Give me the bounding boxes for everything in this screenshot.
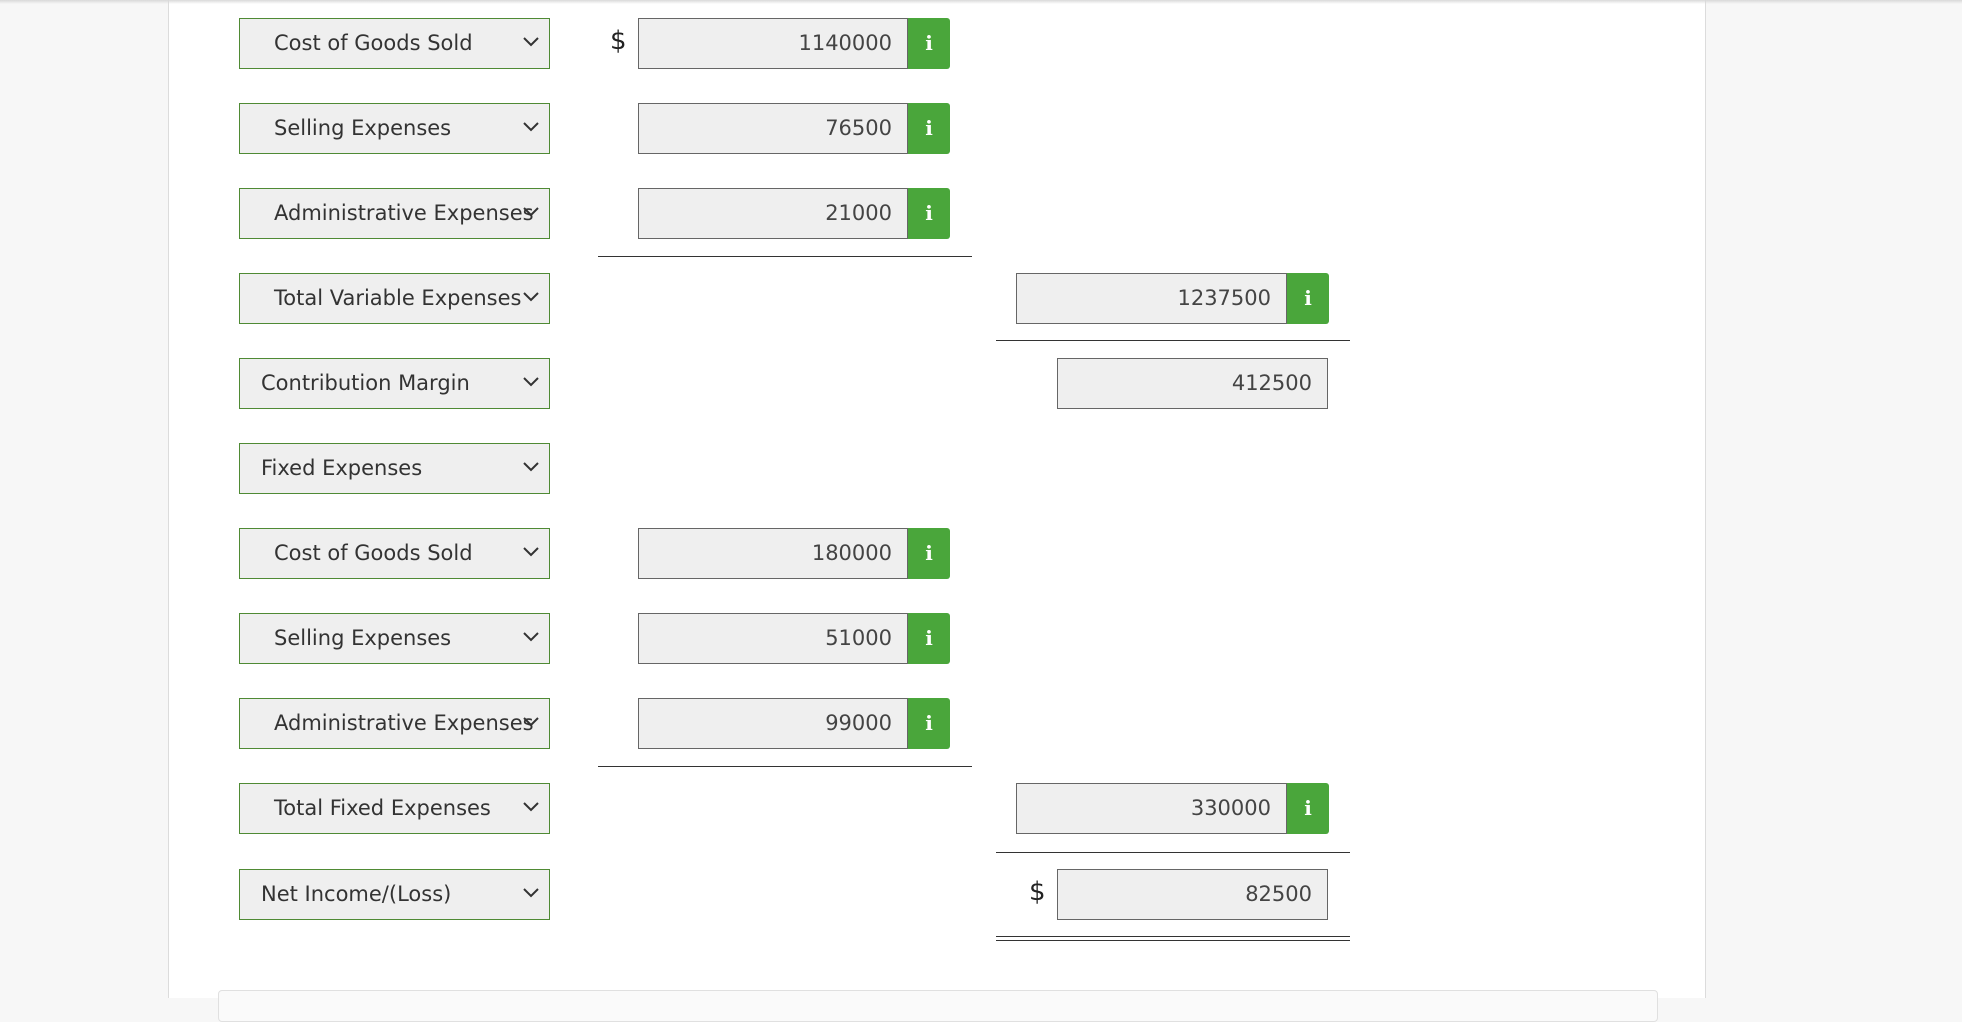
account-select-label: Cost of Goods Sold [274,541,473,565]
total-rule [996,852,1350,853]
info-icon[interactable]: i [908,528,950,579]
account-select-label: Administrative Expenses [274,201,534,225]
total-rule [996,340,1350,341]
chevron-down-icon [523,717,539,727]
info-icon[interactable]: i [908,18,950,69]
chevron-down-icon [523,802,539,812]
amount-input-total-variable[interactable]: 1237500 [1016,273,1287,324]
amount-input-variable-cogs[interactable]: 1140000 [638,18,908,69]
chevron-down-icon [523,462,539,472]
account-select-fixed-cogs[interactable]: Cost of Goods Sold [239,528,550,579]
account-select-fixed-selling[interactable]: Selling Expenses [239,613,550,664]
account-select-net-income[interactable]: Net Income/(Loss) [239,869,550,920]
chevron-down-icon [523,207,539,217]
info-icon[interactable]: i [908,103,950,154]
currency-symbol: $ [610,26,627,56]
account-select-total-fixed[interactable]: Total Fixed Expenses [239,783,550,834]
amount-input-fixed-selling[interactable]: 51000 [638,613,908,664]
subtotal-rule [598,766,972,767]
account-select-variable-admin[interactable]: Administrative Expenses [239,188,550,239]
top-shadow [0,0,1962,4]
account-select-label: Selling Expenses [274,116,452,140]
account-select-label: Net Income/(Loss) [261,882,452,906]
account-select-label: Selling Expenses [274,626,452,650]
account-select-label: Total Variable Expenses [274,286,522,310]
account-select-fixed-admin[interactable]: Administrative Expenses [239,698,550,749]
account-select-fixed-expenses[interactable]: Fixed Expenses [239,443,550,494]
grand-total-double-rule [996,936,1350,941]
amount-input-contribution-margin[interactable]: 412500 [1057,358,1328,409]
account-select-label: Cost of Goods Sold [274,31,473,55]
info-icon[interactable]: i [908,613,950,664]
info-icon[interactable]: i [1287,273,1329,324]
amount-input-fixed-admin[interactable]: 99000 [638,698,908,749]
next-section-card [218,990,1658,1022]
info-icon[interactable]: i [908,698,950,749]
chevron-down-icon [523,37,539,47]
account-select-label: Fixed Expenses [261,456,423,480]
chevron-down-icon [523,377,539,387]
subtotal-rule [598,256,972,257]
amount-input-fixed-cogs[interactable]: 180000 [638,528,908,579]
account-select-variable-cogs[interactable]: Cost of Goods Sold [239,18,550,69]
account-select-contribution-margin[interactable]: Contribution Margin [239,358,550,409]
info-icon[interactable]: i [1287,783,1329,834]
amount-input-total-fixed[interactable]: 330000 [1016,783,1287,834]
amount-input-variable-admin[interactable]: 21000 [638,188,908,239]
chevron-down-icon [523,122,539,132]
amount-input-net-income[interactable]: 82500 [1057,869,1328,920]
account-select-label: Contribution Margin [261,371,470,395]
account-select-label: Total Fixed Expenses [274,796,491,820]
account-select-label: Administrative Expenses [274,711,534,735]
chevron-down-icon [523,888,539,898]
currency-symbol: $ [1029,877,1046,907]
chevron-down-icon [523,292,539,302]
chevron-down-icon [523,547,539,557]
info-icon[interactable]: i [908,188,950,239]
account-select-total-variable[interactable]: Total Variable Expenses [239,273,550,324]
chevron-down-icon [523,632,539,642]
account-select-variable-selling[interactable]: Selling Expenses [239,103,550,154]
amount-input-variable-selling[interactable]: 76500 [638,103,908,154]
